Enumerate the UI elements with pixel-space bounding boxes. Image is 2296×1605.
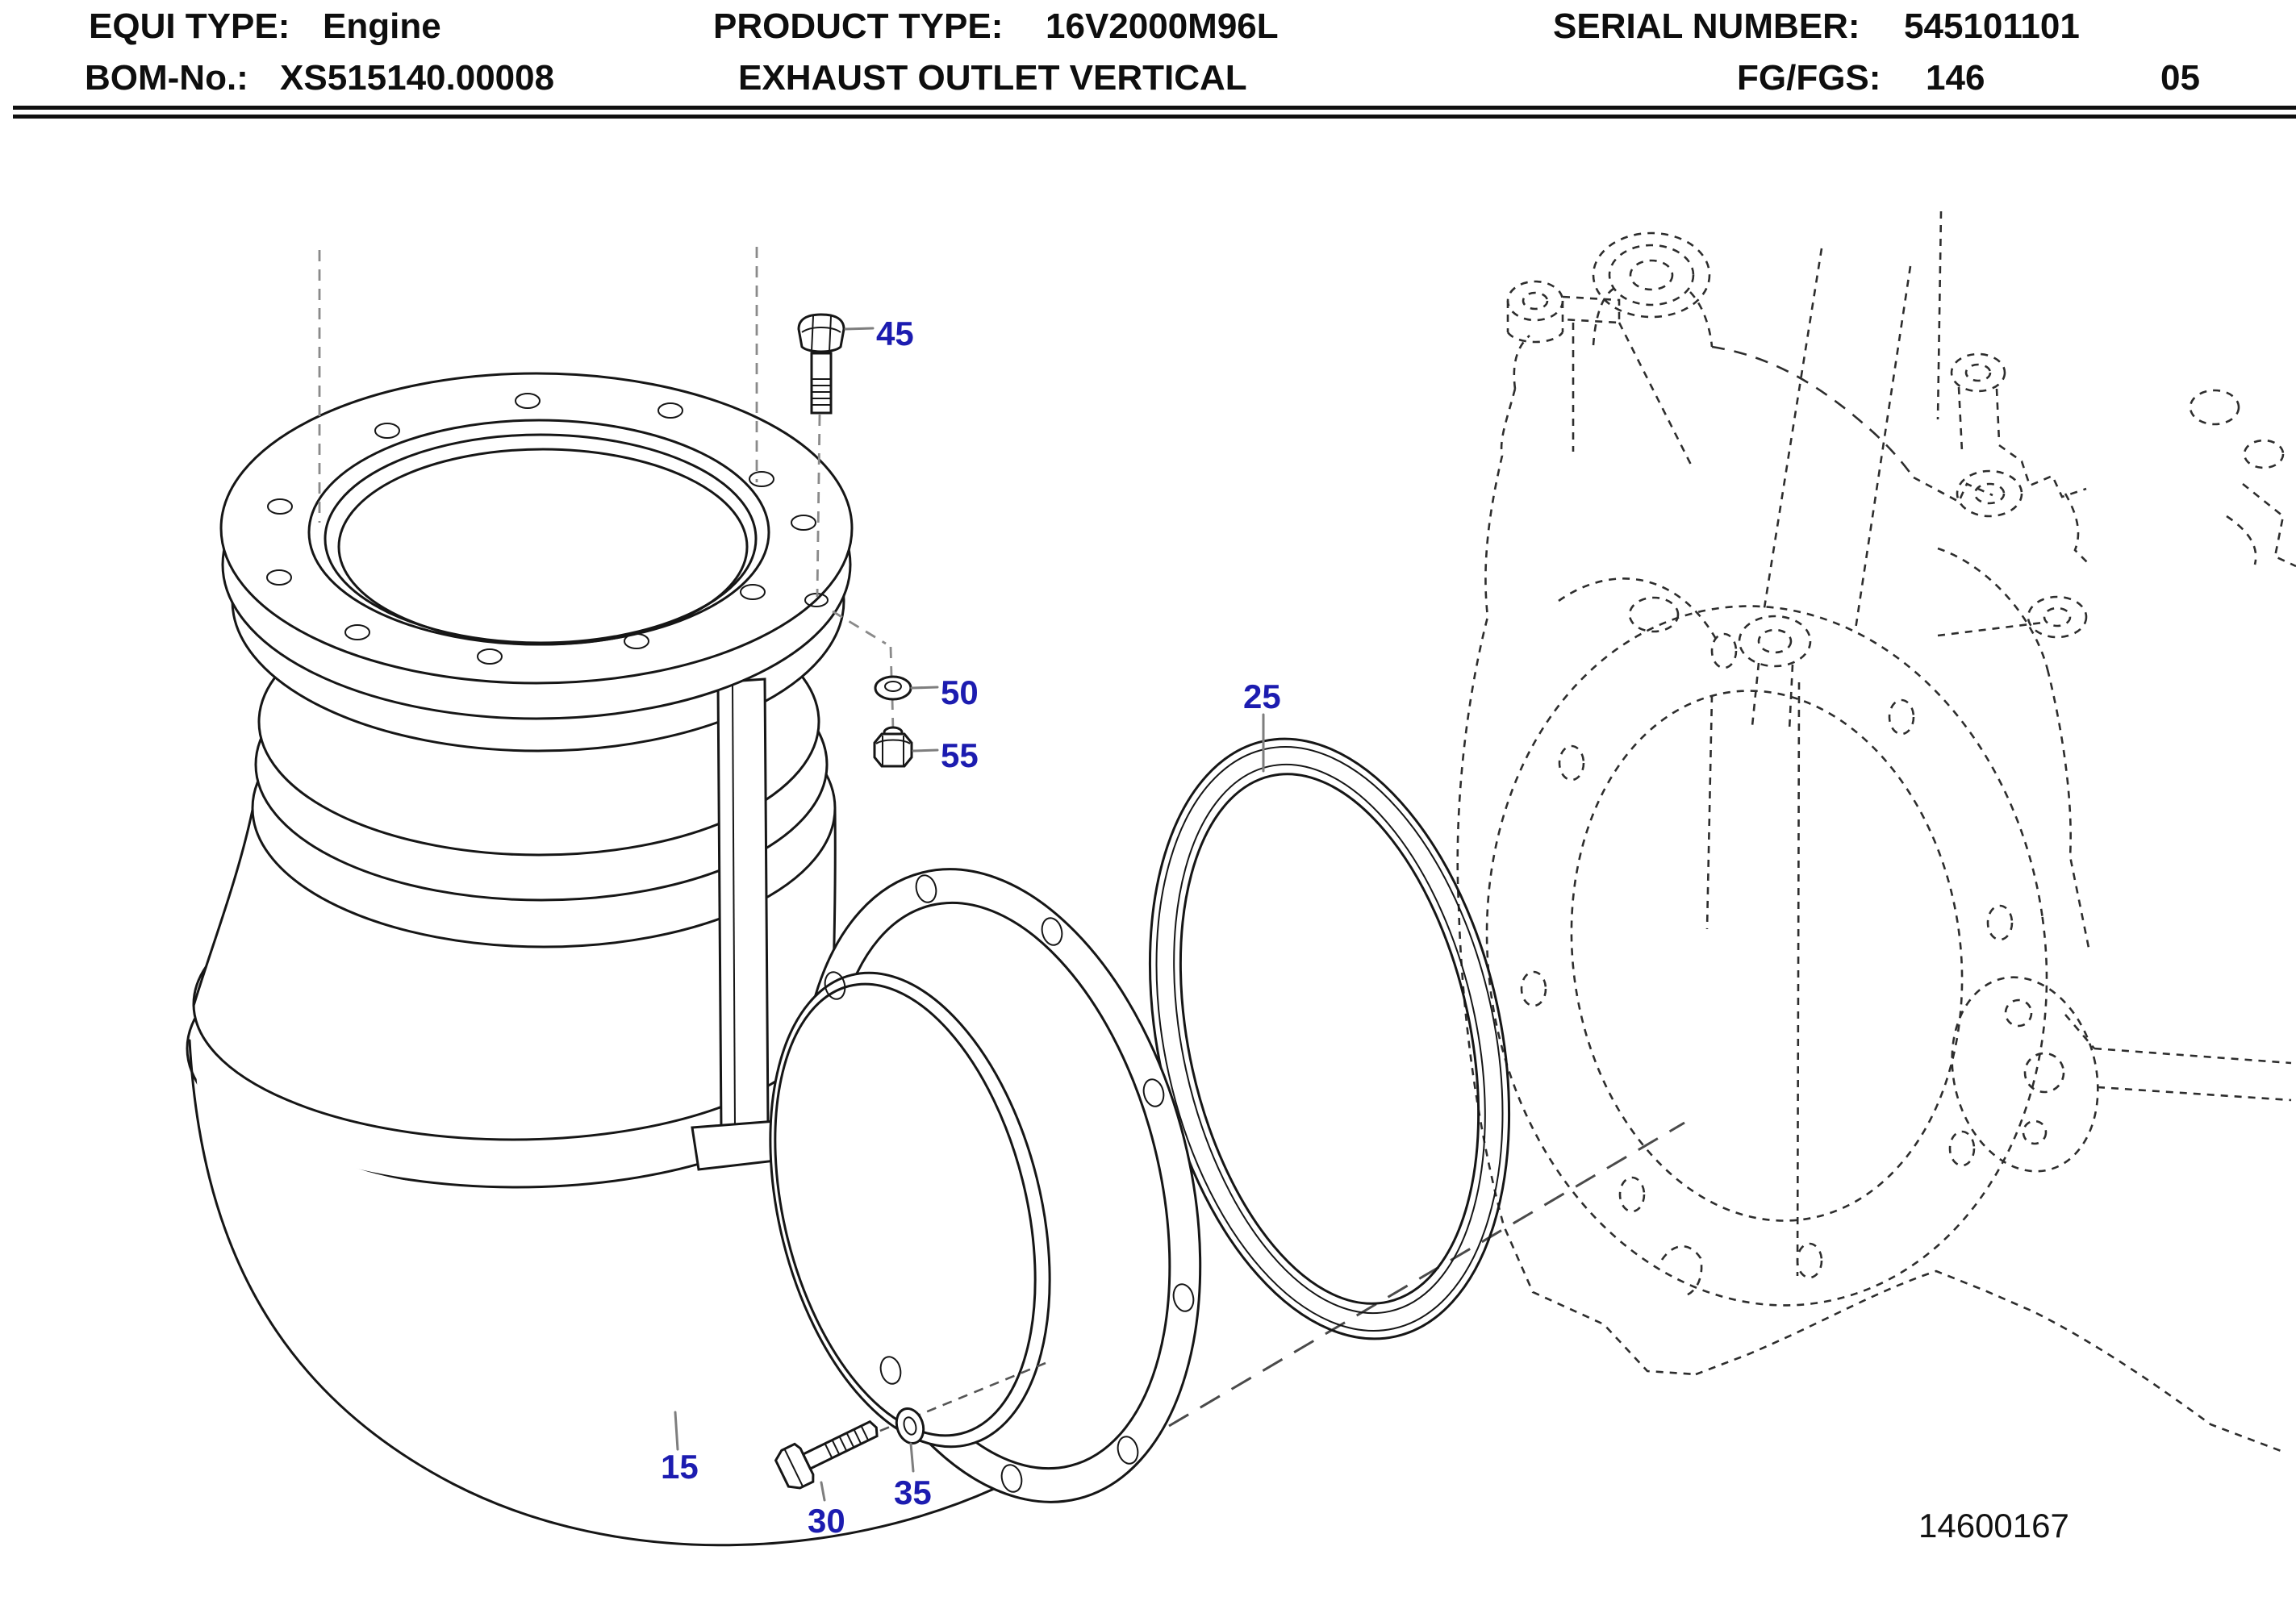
part-label-50: 50	[941, 673, 979, 711]
bolt-45	[797, 313, 845, 415]
outlet-flange	[769, 868, 1202, 1503]
equi-type-value: Engine	[323, 6, 441, 46]
washer-50	[874, 675, 912, 701]
part-label-45: 45	[876, 315, 914, 352]
engine-flange-ring	[1485, 605, 2048, 1307]
bom-no-label: BOM-No.:	[85, 58, 248, 98]
serial-number-value: 545101101	[1904, 6, 2080, 46]
leader-lines	[674, 327, 1265, 1502]
sheet-title: EXHAUST OUTLET VERTICAL	[738, 58, 1247, 98]
fg-fgs-value: 146	[1926, 58, 1985, 98]
assembly-axis-line	[1168, 1121, 1685, 1428]
elbow-neck	[769, 971, 1051, 1449]
bolt-30	[774, 1419, 879, 1490]
drawing-number: 14600167	[1918, 1507, 2069, 1545]
sheet-number: 05	[2160, 58, 2200, 98]
part-label-15: 15	[661, 1448, 699, 1486]
clamp-strap	[691, 677, 784, 1171]
serial-number-label: SERIAL NUMBER:	[1553, 6, 1860, 46]
header-divider	[13, 106, 2296, 119]
engine-housing-outline	[1456, 211, 2296, 1453]
product-type-value: 16V2000M96L	[1046, 6, 1279, 46]
fg-fgs-label: FG/FGS:	[1737, 58, 1881, 98]
washer-35	[895, 1407, 925, 1444]
part-label-55: 55	[941, 736, 979, 774]
bom-no-value: XS515140.00008	[280, 58, 555, 98]
top-flange	[219, 372, 854, 720]
part-label-35: 35	[894, 1474, 932, 1511]
outlet-flange-bolt-holes	[824, 874, 1195, 1493]
part-label-25: 25	[1243, 677, 1281, 715]
bolt-30-axis-line	[848, 1361, 1046, 1445]
equi-type-label: EQUI TYPE:	[89, 6, 290, 46]
centerlines	[318, 247, 895, 732]
product-type-label: PRODUCT TYPE:	[713, 6, 1004, 46]
part-label-30: 30	[808, 1502, 845, 1540]
top-flange-bolt-holes	[266, 393, 829, 665]
nut-55	[873, 726, 913, 768]
elbow-outer-curve	[188, 1039, 996, 1547]
